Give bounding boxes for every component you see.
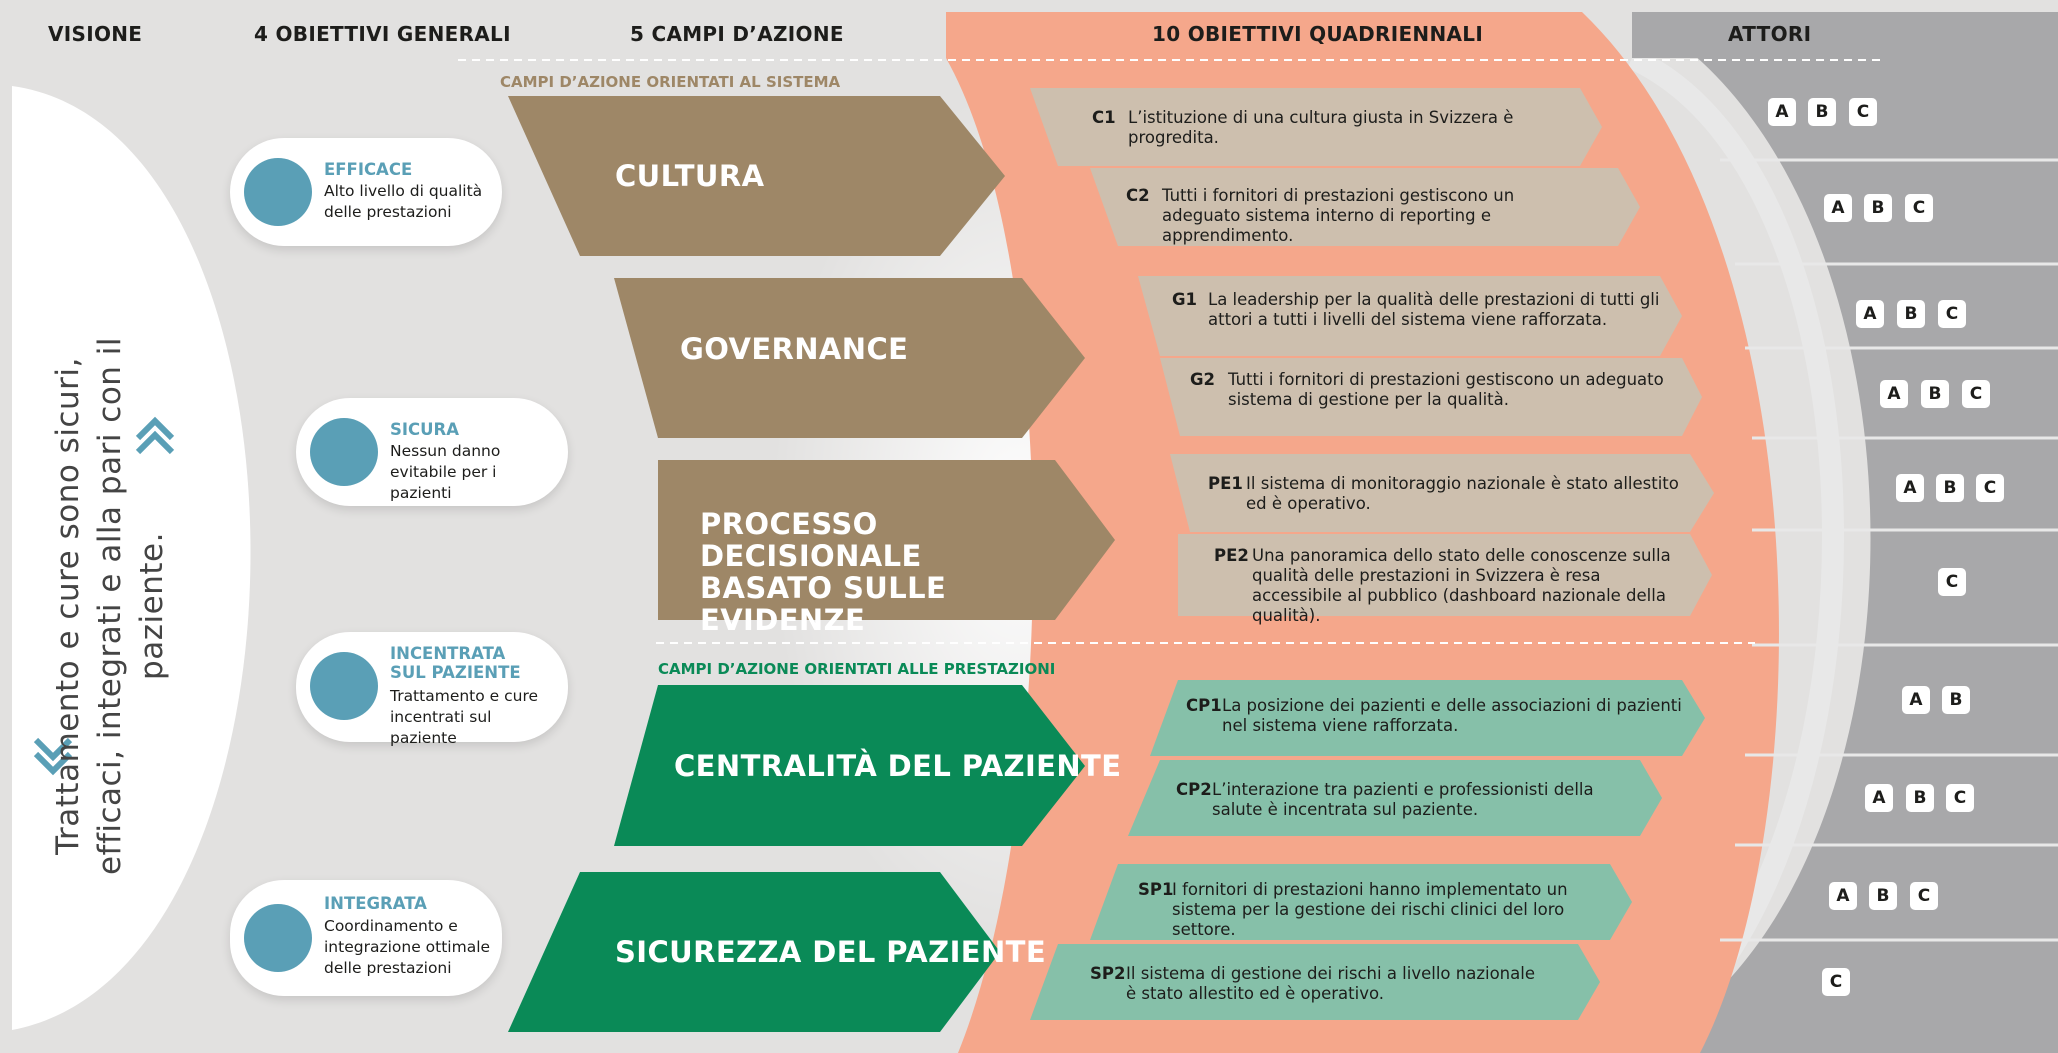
field-label-governance: GOVERNANCE — [680, 332, 909, 366]
field-label-centralita: CENTRALITÀ DEL PAZIENTE — [674, 749, 1122, 783]
gears-icon-bg — [244, 904, 312, 972]
person-shield-icon-bg — [310, 418, 378, 486]
goal-description: Trattamento e cure in­centrati sul pazie… — [390, 687, 539, 747]
goal-title: INCENTRATA SUL PAZIENTE — [390, 644, 521, 682]
actor-chip: A — [1824, 194, 1852, 222]
actor-chip: C — [1910, 882, 1938, 910]
field-arrow-sicurezza — [508, 872, 1000, 1032]
objective-text: Il sistema di gestione dei rischi a live… — [1126, 964, 1535, 1003]
objective-code: PE1 — [1208, 474, 1243, 493]
field-arrow-governance — [614, 278, 1085, 438]
field-label-cultura: CULTURA — [615, 159, 765, 193]
objective-text: Tutti i fornitori di prestazioni gestisc… — [1162, 186, 1515, 245]
actor-chip: A — [1896, 474, 1924, 502]
objective-banners — [1030, 88, 1714, 1020]
objective-text: L’istituzione di una cultura giusta in S… — [1128, 108, 1514, 147]
actor-chip: A — [1865, 784, 1893, 812]
actor-chip: B — [1869, 882, 1897, 910]
actor-chip: C — [1938, 568, 1966, 596]
actor-chip: B — [1942, 686, 1970, 714]
actor-chip: C — [1938, 300, 1966, 328]
vision-shape — [12, 86, 251, 1030]
patient-center-icon-bg — [310, 652, 378, 720]
section-system-label: CAMPI D’AZIONE ORIENTATI AL SISTEMA — [500, 73, 841, 91]
actor-chip: A — [1768, 98, 1796, 126]
goal-integrata: INTEGRATA Coordinamento e integrazione o… — [230, 880, 502, 996]
header-actors: ATTORI — [1728, 22, 1812, 46]
actor-chip: B — [1897, 300, 1925, 328]
objective-code: CP1 — [1186, 696, 1222, 715]
actor-chip: C — [1905, 194, 1933, 222]
objective-code: SP2 — [1090, 964, 1126, 983]
objectives-header-bar — [946, 12, 1582, 58]
objective-text: Il sistema di monitoraggio nazionale è s… — [1246, 474, 1679, 513]
objective-text: L’interazione tra pazienti e professioni… — [1212, 780, 1594, 819]
goal-description: Nessun danno evitabile per i pazienti — [390, 442, 501, 502]
field-label-sicurezza: SICUREZZA DEL PAZIENTE — [615, 935, 1047, 969]
objective-text: I fornitori di prestazioni hanno impleme… — [1172, 880, 1568, 939]
objective-code: G2 — [1190, 370, 1216, 389]
goal-description: Coordinamento e integrazione ottimale de… — [324, 917, 491, 977]
goal-title: INTEGRATA — [324, 894, 427, 913]
objective-code: PE2 — [1214, 546, 1249, 565]
objective-code: CP2 — [1176, 780, 1212, 799]
award-badge-icon-bg — [244, 158, 312, 226]
actor-chip: A — [1902, 686, 1930, 714]
header-goals: 4 OBIETTIVI GENERALI — [254, 22, 511, 46]
actor-chip: B — [1936, 474, 1964, 502]
goal-description: Alto livello di qualità delle prestazion… — [324, 182, 483, 221]
objective-code: C2 — [1126, 186, 1150, 205]
objective-text: La leadership per la qualità delle prest… — [1208, 290, 1660, 329]
header-vision: VISIONE — [48, 22, 143, 46]
field-arrow-cultura — [508, 96, 1005, 256]
actor-chip: B — [1906, 784, 1934, 812]
vision-statement: Trattamento e cure sono sicuri, efficaci… — [50, 336, 170, 876]
goal-sicura: SICURA Nessun danno evitabile per i pazi… — [296, 398, 568, 506]
header-objectives: 10 OBIETTIVI QUADRIENNALI — [1152, 22, 1484, 46]
field-label-evidence: PROCESSO DECISIONALE BASATO SULLE EVIDEN… — [700, 507, 947, 637]
header-fields: 5 CAMPI D’AZIONE — [630, 22, 844, 46]
goal-title: SICURA — [390, 420, 460, 439]
actor-chip: B — [1864, 194, 1892, 222]
actor-chip: A — [1856, 300, 1884, 328]
field-arrow-centralita — [614, 685, 1085, 846]
objective-code: G1 — [1172, 290, 1198, 309]
objective-code: SP1 — [1138, 880, 1174, 899]
actor-chip: C — [1976, 474, 2004, 502]
actors-header-bar — [1632, 12, 1878, 58]
actor-chip: B — [1921, 380, 1949, 408]
actor-chip: C — [1962, 380, 1990, 408]
actor-chip: C — [1849, 98, 1877, 126]
goal-incentrata: INCENTRATA SUL PAZIENTE Trattamento e cu… — [296, 632, 568, 747]
objective-text: La posizione dei pazienti e delle associ… — [1222, 696, 1682, 735]
objective-text: Tutti i fornitori di prestazioni gestisc… — [1228, 370, 1664, 409]
section-services-label: CAMPI D’AZIONE ORIENTATI ALLE PRESTAZION… — [658, 660, 1056, 678]
actor-chip: B — [1808, 98, 1836, 126]
actor-chip: A — [1829, 882, 1857, 910]
objective-text: Una panoramica dello stato delle conosce… — [1252, 546, 1671, 625]
goal-efficace: EFFICACE Alto livello di qualità delle p… — [230, 138, 502, 246]
goal-title: EFFICACE — [324, 160, 413, 179]
objective-code: C1 — [1092, 108, 1116, 127]
actor-chip: C — [1822, 968, 1850, 996]
actor-chip: C — [1946, 784, 1974, 812]
field-arrow-evidence — [658, 460, 1115, 620]
actor-chip: A — [1880, 380, 1908, 408]
